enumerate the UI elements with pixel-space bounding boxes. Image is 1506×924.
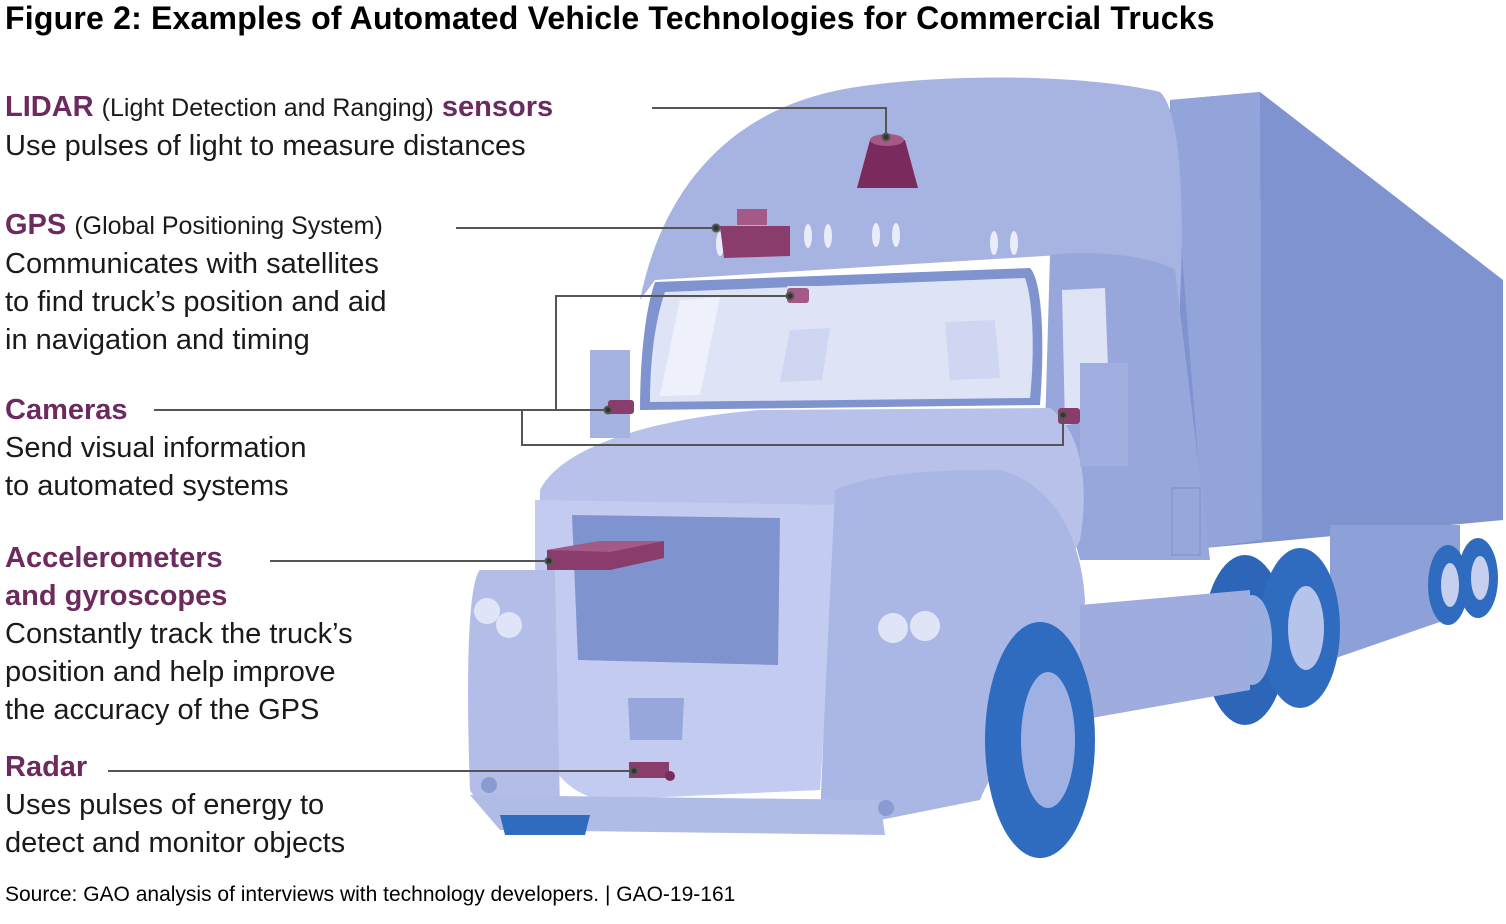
gps-term: GPS <box>5 209 67 241</box>
gps-description-line-1: Communicates with satellites <box>5 248 379 280</box>
grille <box>572 515 780 665</box>
air-intake <box>628 698 684 740</box>
cameras-description-line-2: to automated systems <box>5 470 289 502</box>
accelerometers-term-line-1: Accelerometers <box>5 542 223 574</box>
accelerometer-device <box>547 541 664 570</box>
lidar-sensor-device <box>857 134 918 188</box>
trailer <box>1170 92 1503 660</box>
lidar-term-suffix: sensors <box>441 91 554 123</box>
radar-device <box>629 762 675 781</box>
windshield <box>640 268 1043 410</box>
radar-callout: Radar Uses pulses of energy to detect an… <box>5 748 345 862</box>
lidar-term: LIDAR <box>5 91 94 123</box>
source-note: Source: GAO analysis of interviews with … <box>5 883 736 906</box>
front-wheels <box>500 622 1095 858</box>
lidar-expansion: (Light Detection and Ranging) <box>101 94 434 122</box>
trailer-wheels <box>1428 538 1498 625</box>
accelerometers-description-line-1: Constantly track the truck’s <box>5 618 353 650</box>
radar-term: Radar <box>5 751 88 783</box>
gps-description-line-3: in navigation and timing <box>5 324 310 356</box>
lidar-callout: LIDAR (Light Detection and Ranging) sens… <box>5 88 553 165</box>
accelerometers-description-line-3: the accuracy of the GPS <box>5 694 320 726</box>
radar-description-line-2: detect and monitor objects <box>5 827 346 859</box>
accelerometers-description-line-2: position and help improve <box>5 656 336 688</box>
figure-title: Figure 2: Examples of Automated Vehicle … <box>5 0 1215 36</box>
cameras-term: Cameras <box>5 394 128 426</box>
radar-description-line-1: Uses pulses of energy to <box>5 789 325 821</box>
leader-lines <box>108 107 1068 776</box>
gps-expansion: (Global Positioning System) <box>74 212 383 240</box>
accelerometers-callout: Accelerometers and gyroscopes Constantly… <box>5 539 353 729</box>
cameras-callout: Cameras Send visual information to autom… <box>5 391 306 505</box>
left-mirror <box>590 350 630 438</box>
cameras-description-line-1: Send visual information <box>5 432 307 464</box>
cab <box>468 77 1250 835</box>
headlights <box>474 598 940 816</box>
gps-callout: GPS (Global Positioning System) Communic… <box>5 206 387 359</box>
gps-device <box>720 209 790 258</box>
gps-description-line-2: to find truck’s position and aid <box>5 286 387 318</box>
accelerometers-term-line-2: and gyroscopes <box>5 580 228 612</box>
right-mirror <box>1080 363 1128 466</box>
lidar-description: Use pulses of light to measure distances <box>5 130 526 162</box>
